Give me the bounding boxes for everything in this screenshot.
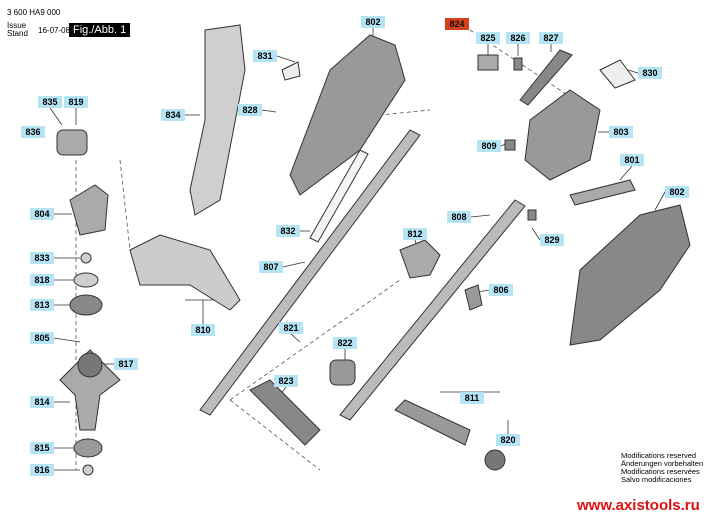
- part-label[interactable]: 829: [540, 234, 564, 246]
- note-line: Änderungen vorbehalten: [621, 459, 704, 468]
- part-label[interactable]: 836: [21, 126, 45, 138]
- part-label[interactable]: 818: [30, 274, 54, 286]
- note-line: Modifications reserved: [621, 451, 697, 460]
- part-label[interactable]: 814: [30, 396, 54, 408]
- part-label[interactable]: 821: [279, 322, 303, 334]
- part-label[interactable]: 802: [665, 186, 689, 198]
- part-label[interactable]: 819: [64, 96, 88, 108]
- part-label[interactable]: 812: [403, 228, 427, 240]
- website-link[interactable]: www.axistools.ru: [577, 497, 700, 514]
- note-line: Salvo modificaciones: [621, 475, 692, 484]
- part-label[interactable]: 817: [114, 358, 138, 370]
- part-label-highlighted[interactable]: 824: [445, 18, 469, 30]
- part-label[interactable]: 835: [38, 96, 62, 108]
- part-label[interactable]: 803: [609, 126, 633, 138]
- issue-date: 16-07-08: [38, 26, 71, 35]
- figure-label: Fig./Abb. 1: [69, 23, 131, 37]
- part-label[interactable]: 823: [274, 375, 298, 387]
- part-label[interactable]: 807: [259, 261, 283, 273]
- stand-text: Stand: [7, 29, 28, 38]
- document-number: 3 600 HA9 000: [7, 8, 61, 17]
- part-label[interactable]: 808: [447, 211, 471, 223]
- part-label[interactable]: 802: [361, 16, 385, 28]
- part-label[interactable]: 805: [30, 332, 54, 344]
- part-label[interactable]: 825: [476, 32, 500, 44]
- part-label[interactable]: 833: [30, 252, 54, 264]
- part-label[interactable]: 822: [333, 337, 357, 349]
- part-label[interactable]: 804: [30, 208, 54, 220]
- issue-text: Issue: [7, 21, 27, 30]
- note-line: Modifications reservées: [621, 467, 700, 476]
- part-label[interactable]: 811: [460, 392, 484, 404]
- part-label[interactable]: 816: [30, 464, 54, 476]
- part-label[interactable]: 834: [161, 109, 185, 121]
- part-label[interactable]: 806: [489, 284, 513, 296]
- part-label[interactable]: 815: [30, 442, 54, 454]
- part-label[interactable]: 828: [238, 104, 262, 116]
- part-label[interactable]: 813: [30, 299, 54, 311]
- part-label[interactable]: 826: [506, 32, 530, 44]
- part-label[interactable]: 801: [620, 154, 644, 166]
- part-label[interactable]: 809: [477, 140, 501, 152]
- part-label[interactable]: 832: [276, 225, 300, 237]
- part-label[interactable]: 830: [638, 67, 662, 79]
- modifications-note: Modifications reserved Änderungen vorbeh…: [621, 452, 703, 484]
- part-label[interactable]: 820: [496, 434, 520, 446]
- part-label[interactable]: 810: [191, 324, 215, 336]
- part-label[interactable]: 831: [253, 50, 277, 62]
- part-label[interactable]: 827: [539, 32, 563, 44]
